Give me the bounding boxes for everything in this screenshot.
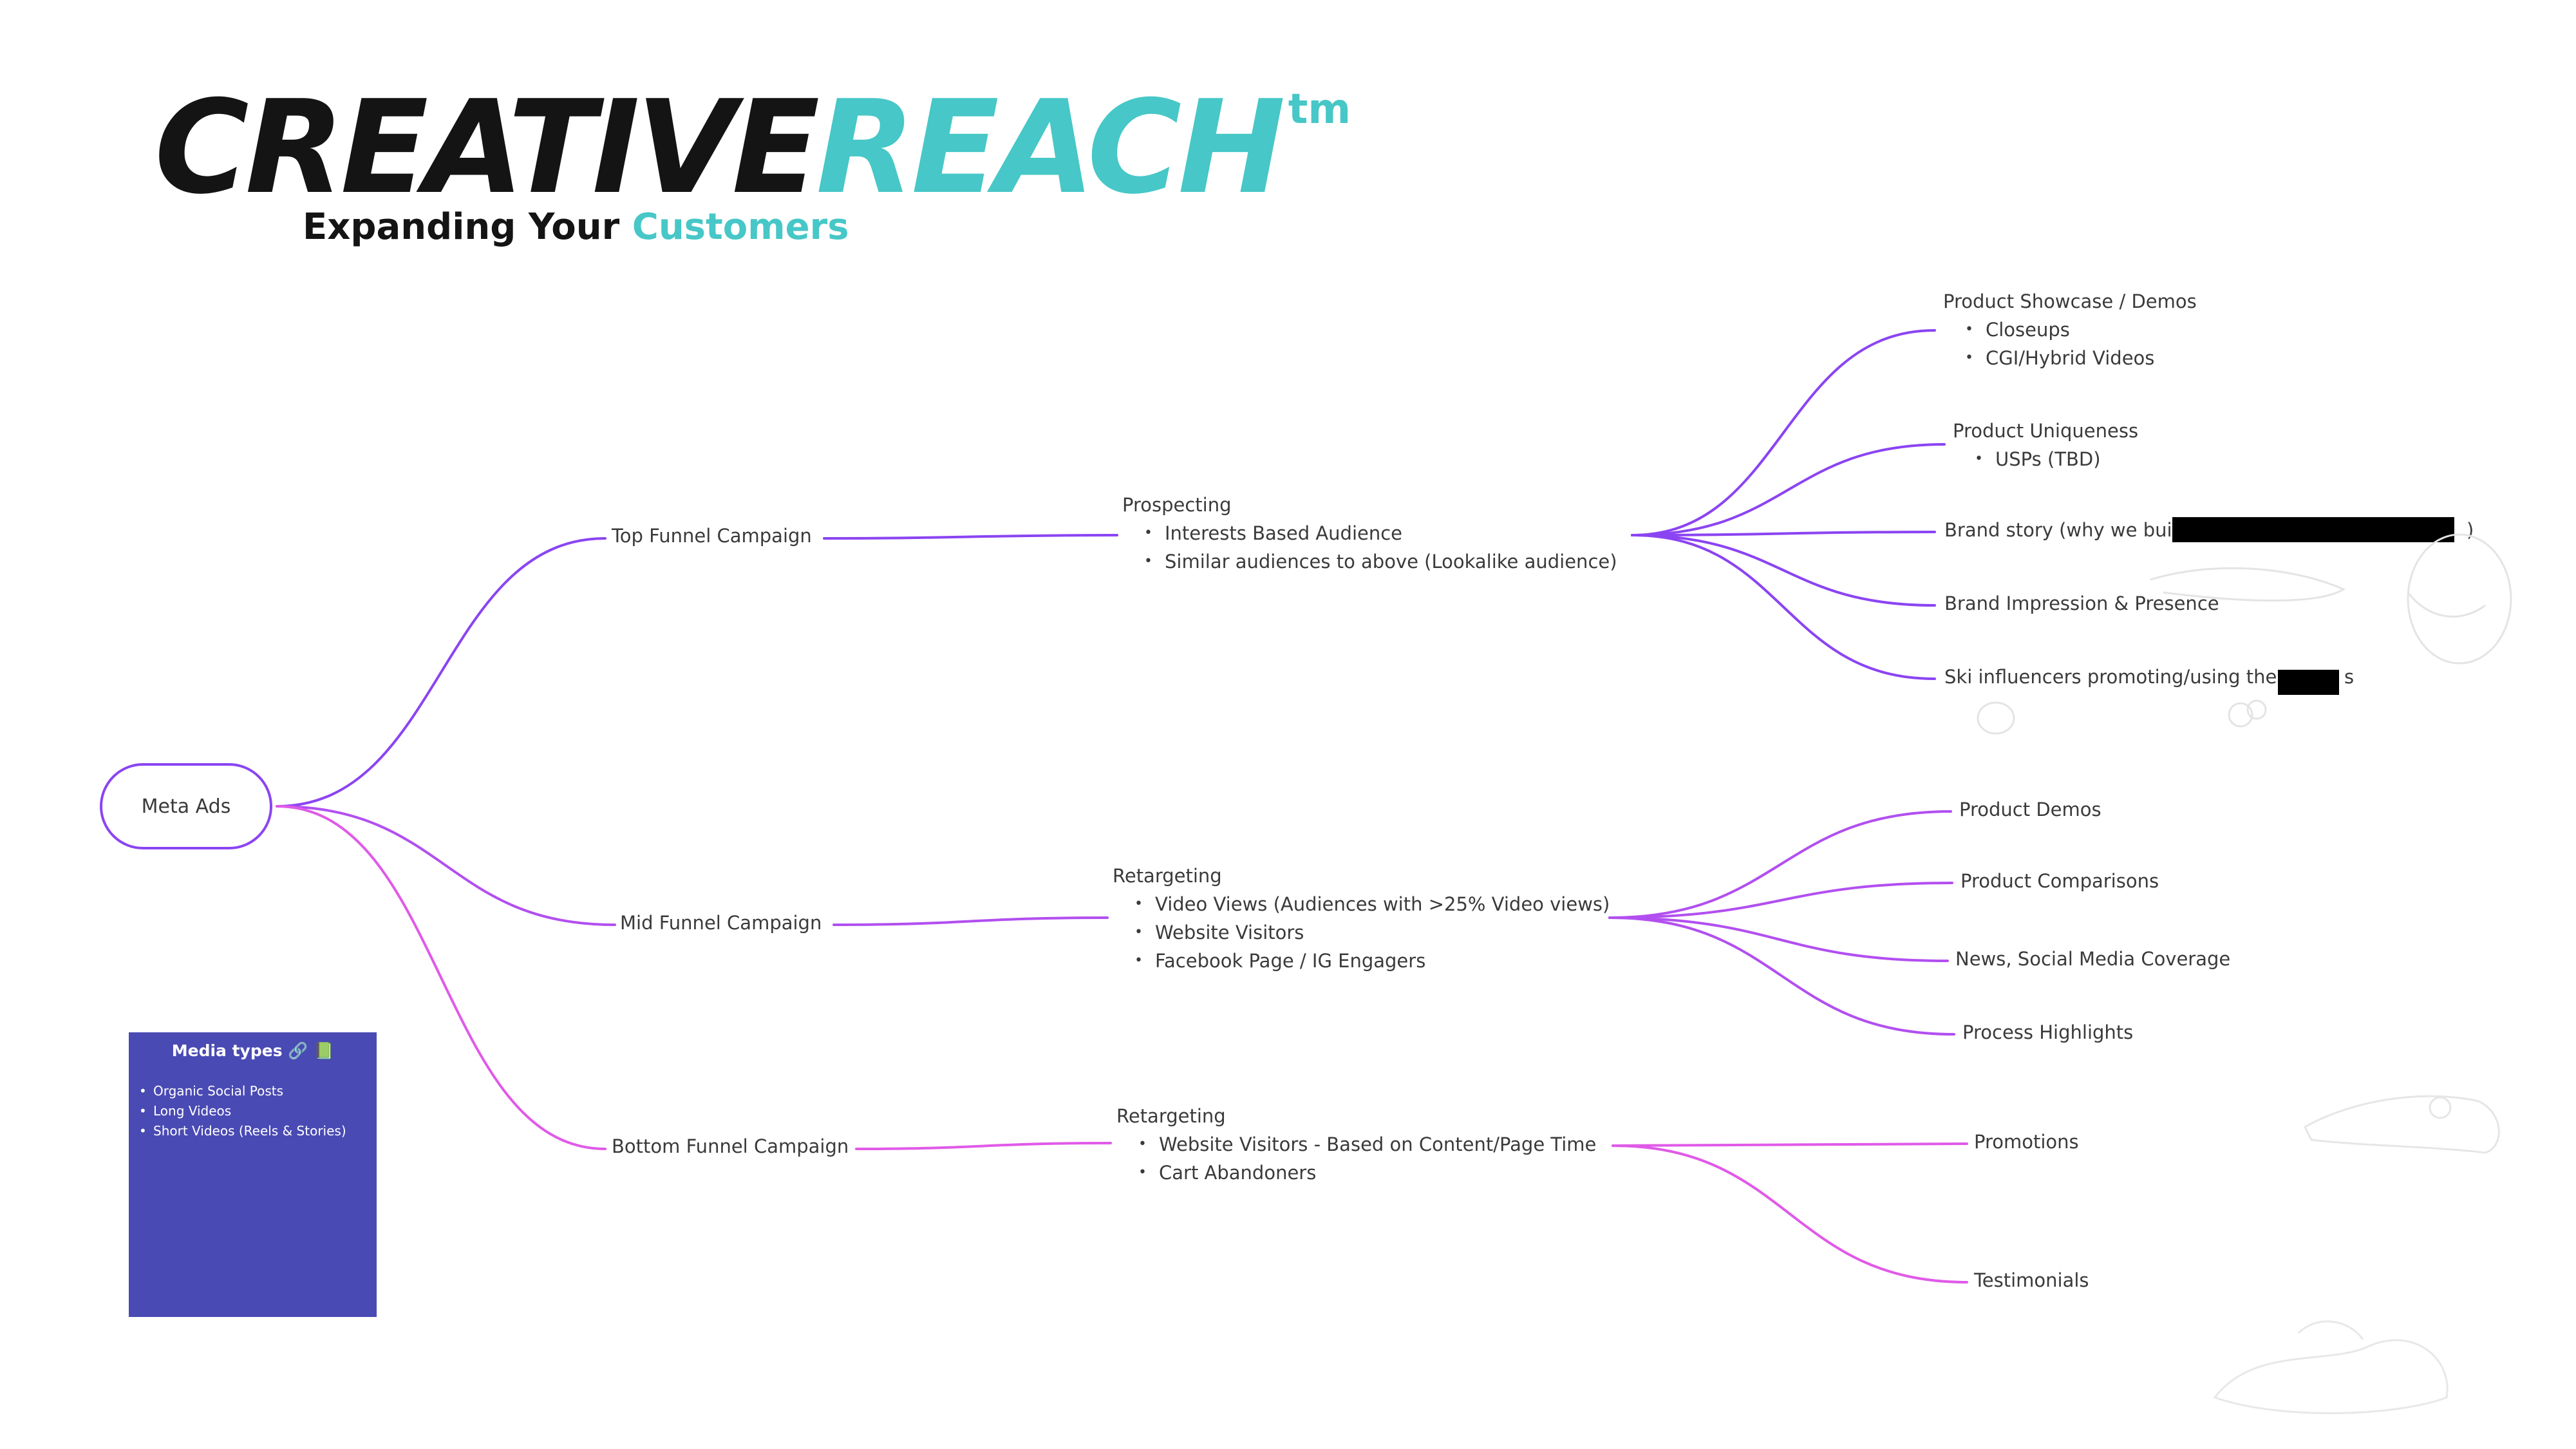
- audience-title: Retargeting: [1113, 865, 1222, 887]
- list-item: Website Visitors - Based on Content/Page…: [1138, 1130, 1596, 1159]
- root-node-meta-ads[interactable]: Meta Ads: [100, 763, 272, 849]
- connector-mid-creative: [1608, 882, 1953, 919]
- creative-title: Product Uniqueness: [1953, 420, 2139, 442]
- faint-doodle-cloud: [2213, 1320, 2449, 1414]
- creative-node-product-demos[interactable]: Product Demos: [1959, 799, 2101, 820]
- audience-list: Video Views (Audiences with >25% Video v…: [1113, 890, 1610, 975]
- creative-node-product-uniqueness[interactable]: Product Uniqueness USPs (TBD): [1953, 417, 2138, 473]
- audience-list: Website Visitors - Based on Content/Page…: [1116, 1130, 1596, 1187]
- list-item: Long Videos: [139, 1101, 377, 1121]
- connector-mid-creative: [1608, 916, 1949, 962]
- creative-node-ski-influencers[interactable]: Ski influencers promoting/using the g s: [1944, 666, 2354, 688]
- redaction-bar: [2172, 517, 2454, 542]
- list-item: Similar audiences to above (Lookalike au…: [1144, 547, 1617, 576]
- list-item: Facebook Page / IG Engagers: [1134, 947, 1610, 975]
- audience-node-retargeting-mid[interactable]: Retargeting Video Views (Audiences with …: [1113, 862, 1610, 975]
- creative-title-end: ): [2466, 519, 2474, 541]
- connector-root-top: [276, 537, 606, 808]
- connector-bottom-audience: [855, 1142, 1112, 1150]
- logo-word-creative: CREATIVE: [155, 73, 820, 223]
- list-item: Video Views (Audiences with >25% Video v…: [1134, 890, 1610, 918]
- tagline-text: Expanding Your: [303, 206, 620, 248]
- creative-node-process-highlights[interactable]: Process Highlights: [1962, 1021, 2134, 1043]
- creative-title: Ski influencers promoting/using the g: [1944, 666, 2295, 688]
- creative-node-testimonials[interactable]: Testimonials: [1974, 1269, 2089, 1291]
- list-item: Cart Abandoners: [1138, 1159, 1596, 1187]
- faint-doodle-circle: [1977, 701, 2015, 735]
- connector-top-creative: [1631, 531, 1936, 536]
- list-item: Website Visitors: [1134, 918, 1610, 947]
- connector-bottom-creative: [1612, 1142, 1968, 1147]
- creative-node-brand-impression[interactable]: Brand Impression & Presence: [1944, 592, 2219, 614]
- creative-title: Brand story (why we built: [1944, 519, 2185, 541]
- connector-mid-creative: [1608, 916, 1955, 1036]
- media-types-title: Media types 🔗 📗: [171, 1041, 334, 1060]
- redaction-bar: [2278, 670, 2339, 695]
- connector-top-creative: [1631, 329, 1936, 536]
- faint-doodle-car: [2304, 1095, 2500, 1154]
- list-item: USPs (TBD): [1975, 445, 2138, 473]
- creative-node-product-comparisons[interactable]: Product Comparisons: [1960, 870, 2159, 892]
- connector-root-mid: [276, 805, 616, 926]
- media-types-note[interactable]: Media types 🔗 📗 Organic Social Posts Lon…: [129, 1032, 377, 1317]
- trademark-mark: tm: [1288, 86, 1351, 133]
- connector-bottom-creative: [1612, 1144, 1968, 1283]
- tagline-accent: Customers: [632, 206, 849, 248]
- audience-title: Prospecting: [1122, 494, 1232, 516]
- campaign-node-top-funnel[interactable]: Top Funnel Campaign: [612, 525, 812, 547]
- list-item: Closeups: [1965, 316, 2197, 344]
- creative-node-news-coverage[interactable]: News, Social Media Coverage: [1955, 948, 2231, 970]
- list-item: Short Videos (Reels & Stories): [139, 1121, 377, 1141]
- campaign-node-bottom-funnel[interactable]: Bottom Funnel Campaign: [612, 1135, 849, 1157]
- campaign-node-mid-funnel[interactable]: Mid Funnel Campaign: [620, 912, 822, 934]
- creative-node-brand-story[interactable]: Brand story (why we built): [1944, 519, 2474, 542]
- creative-list: USPs (TBD): [1953, 445, 2138, 473]
- list-item: Interests Based Audience: [1144, 519, 1617, 547]
- audience-node-prospecting[interactable]: Prospecting Interests Based Audience Sim…: [1122, 491, 1617, 576]
- connector-mid-creative: [1608, 810, 1952, 919]
- logo-word-reach: REACH: [816, 73, 1285, 223]
- creative-list: Closeups CGI/Hybrid Videos: [1943, 316, 2197, 372]
- brand-tagline: Expanding Your Customers: [303, 209, 849, 245]
- audience-node-retargeting-bottom[interactable]: Retargeting Website Visitors - Based on …: [1116, 1102, 1596, 1187]
- connector-top-audience: [823, 534, 1118, 540]
- media-types-list: Organic Social Posts Long Videos Short V…: [129, 1081, 377, 1141]
- creative-node-promotions[interactable]: Promotions: [1974, 1131, 2079, 1153]
- connector-top-creative: [1631, 443, 1946, 536]
- connector-top-creative: [1631, 534, 1936, 680]
- faint-doodle-sketch: [2150, 533, 2512, 728]
- root-node-label: Meta Ads: [141, 795, 231, 818]
- connector-top-creative: [1631, 534, 1936, 607]
- audience-list: Interests Based Audience Similar audienc…: [1122, 519, 1617, 576]
- creative-node-product-showcase[interactable]: Product Showcase / Demos Closeups CGI/Hy…: [1943, 287, 2197, 372]
- list-item: CGI/Hybrid Videos: [1965, 344, 2197, 372]
- connector-root-bottom: [276, 805, 606, 1150]
- creative-title-end: s: [2344, 666, 2355, 688]
- list-item: Organic Social Posts: [139, 1081, 377, 1101]
- creative-title: Product Showcase / Demos: [1943, 290, 2197, 312]
- audience-title: Retargeting: [1116, 1105, 1226, 1127]
- connector-mid-audience: [832, 916, 1109, 926]
